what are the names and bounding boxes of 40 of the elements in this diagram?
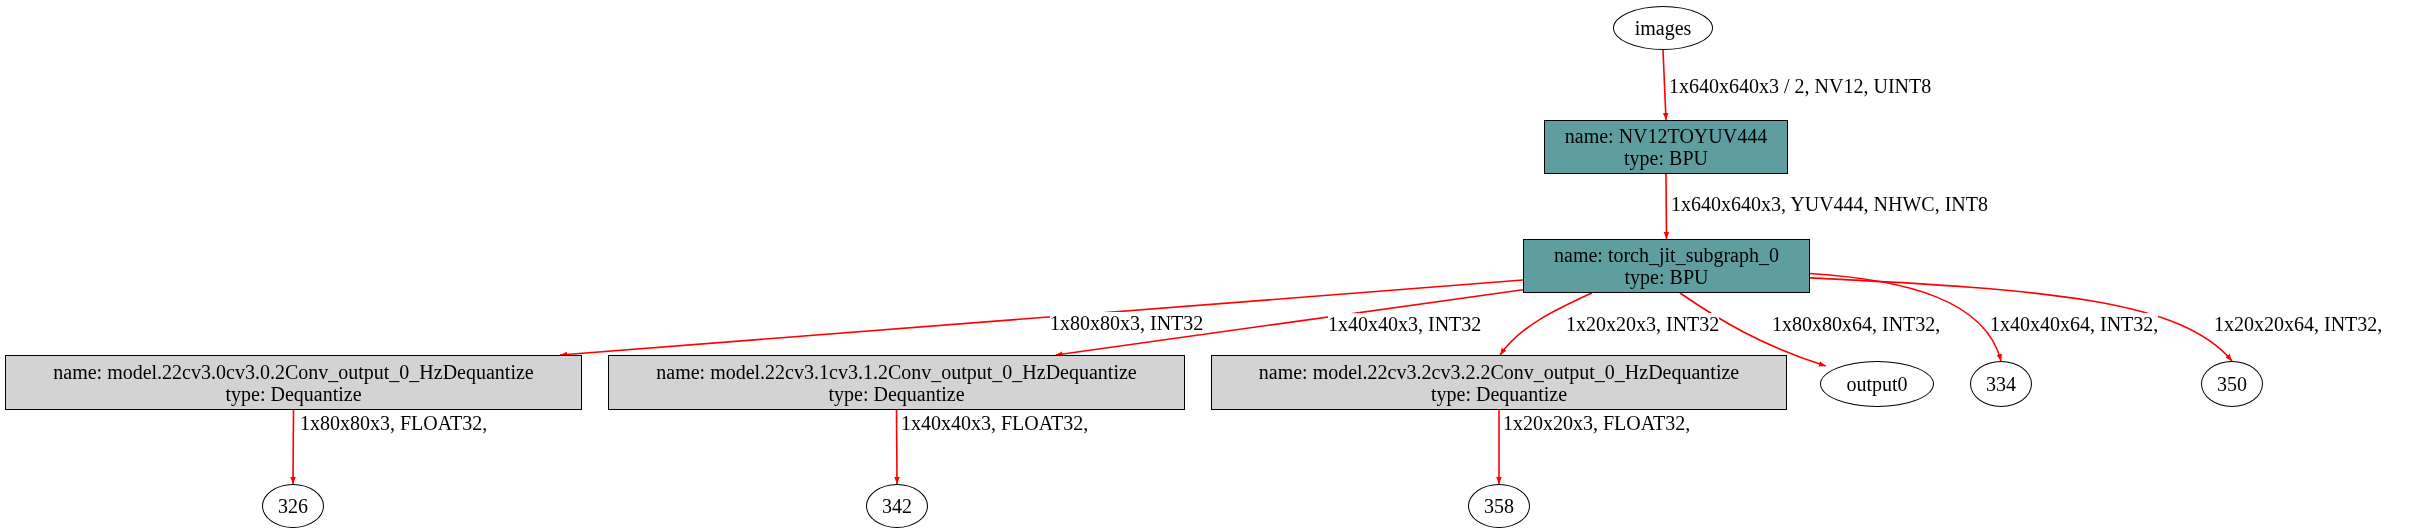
edge-label: 1x40x40x3, INT32 — [1328, 313, 1482, 335]
tensor-name: 342 — [882, 494, 912, 518]
operator-name: name: model.22cv3.2cv3.2.2Conv_output_0_HzDequantize — [1258, 360, 1740, 383]
arrow — [1663, 173, 1670, 240]
operator-name: name: model.22cv3.0cv3.0.2Conv_output_0_HzDequantize — [53, 360, 534, 383]
operator-box — [1544, 120, 1788, 174]
operator-type: type: BPU — [1624, 147, 1708, 169]
operator-name: name: NV12TOYUV444 — [1564, 125, 1768, 147]
arrow — [1054, 288, 1524, 357]
edge-label: 1x40x40x64, INT32, — [1990, 313, 2159, 335]
tensor-ellipse — [1468, 484, 1530, 528]
tensor-ellipse — [866, 484, 928, 528]
arrow — [1662, 49, 1669, 121]
tensor-name: 350 — [2217, 372, 2247, 396]
arrow — [1809, 277, 2233, 362]
arrow — [1679, 292, 1827, 367]
arrow — [290, 409, 296, 485]
arrow — [1809, 272, 2002, 362]
tensor-name: images — [1634, 16, 1692, 40]
operator-box — [1211, 355, 1787, 410]
operator-name: name: model.22cv3.1cv3.1.2Conv_output_0_HzDequantize — [656, 360, 1137, 383]
arrow — [1499, 292, 1593, 356]
edge-label: 1x80x80x3, INT32 — [1050, 312, 1204, 334]
arrow — [894, 409, 900, 485]
operator-type: type: Dequantize — [828, 382, 965, 405]
tensor-name: output0 — [1846, 372, 1908, 396]
tensor-name: 326 — [278, 494, 308, 518]
tensor-name: 358 — [1484, 494, 1514, 518]
operator-box — [5, 355, 582, 410]
operator-type: type: Dequantize — [225, 382, 362, 405]
tensor-ellipse — [262, 484, 324, 528]
edge-label: 1x20x20x3, INT32 — [1566, 313, 1720, 335]
tensor-ellipse — [1820, 361, 1934, 407]
operator-type: type: BPU — [1624, 266, 1709, 288]
operator-name: name: torch_jit_subgraph_0 — [1554, 244, 1779, 266]
operator-type: type: Dequantize — [1430, 382, 1568, 405]
operator-box — [1523, 239, 1810, 293]
arrow — [1496, 409, 1502, 485]
operator-box — [608, 355, 1185, 410]
tensor-name: 334 — [1986, 372, 2016, 396]
